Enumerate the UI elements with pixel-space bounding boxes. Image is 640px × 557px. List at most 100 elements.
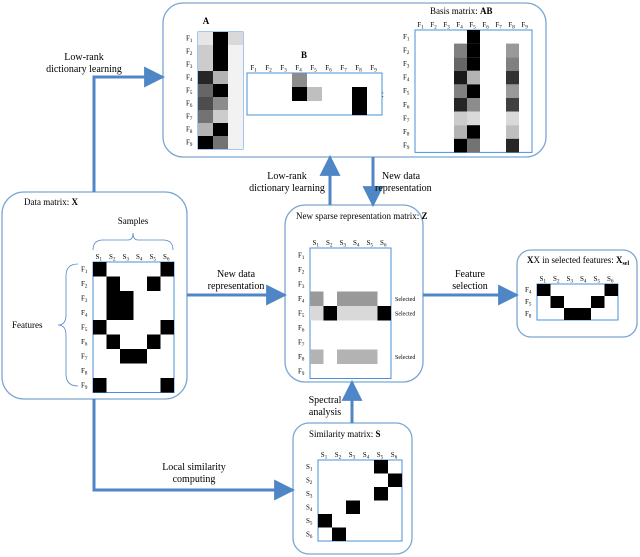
s-cell <box>346 500 360 514</box>
z-cell <box>337 306 351 321</box>
s-cell <box>332 527 346 541</box>
b-col-label: F5 <box>310 64 317 74</box>
label-feature-selection-1: Feature <box>455 269 486 280</box>
label-new-data-mid-2: representation <box>375 183 432 194</box>
s-row-label: S6 <box>306 530 313 540</box>
ab-cell <box>506 138 519 153</box>
xsel-col-label: S6 <box>607 275 614 285</box>
x-row-label: F9 <box>81 381 88 391</box>
label-new-data-mid-1: New data <box>382 171 421 182</box>
xsel-col-label: S1 <box>540 275 547 285</box>
a-cell <box>228 97 243 110</box>
x-row-label: F6 <box>81 338 88 348</box>
x-col-label: S1 <box>96 253 103 263</box>
ab-cell <box>506 111 519 126</box>
a-cell <box>228 58 243 71</box>
a-cell <box>198 110 213 123</box>
s-col-label: S1 <box>321 451 328 461</box>
ab-cell <box>454 98 467 112</box>
features-brace <box>57 263 79 387</box>
z-row-label: F8 <box>298 353 305 363</box>
z-row-label: F7 <box>298 338 305 348</box>
xsel-cell <box>604 284 618 296</box>
z-cell <box>364 349 378 364</box>
x-col-label: S6 <box>163 253 170 263</box>
xsel-row-label: F8 <box>525 310 532 320</box>
ab-col-label: F9 <box>521 21 528 31</box>
z-cell <box>350 291 364 306</box>
xsel-row-label: F5 <box>525 298 532 308</box>
x-row-label: F7 <box>81 352 88 362</box>
ab-col-label: F3 <box>443 21 450 31</box>
x-row-label: F2 <box>81 280 88 290</box>
z-cell <box>350 306 364 321</box>
x-cell <box>147 334 161 349</box>
s-row-label: S4 <box>306 503 313 513</box>
title-z: New sparse representation matrix: Z <box>296 211 427 221</box>
a-row-label: F7 <box>186 113 193 123</box>
z-row-label: F6 <box>298 324 305 334</box>
s-row-label: S1 <box>306 463 313 473</box>
a-cell <box>198 71 213 84</box>
b-col-label: F6 <box>325 64 332 74</box>
label-spectral-1: Spectral <box>309 395 342 406</box>
x-row-label: F5 <box>81 323 88 333</box>
a-cell <box>228 45 243 58</box>
x-cell <box>93 378 107 393</box>
z-col-label: S5 <box>367 239 374 249</box>
label-low-rank-mid-2: dictionary learning <box>249 183 325 194</box>
ab-row-label: F4 <box>403 74 410 84</box>
s-col-label: S6 <box>391 451 398 461</box>
xsel-col-label: S2 <box>553 275 560 285</box>
ab-cell <box>506 98 519 112</box>
b-col-label: F1 <box>250 64 257 74</box>
samples-label: Samples <box>118 216 149 226</box>
ab-cell <box>454 43 467 58</box>
z-cell <box>364 306 378 321</box>
z-cell <box>310 306 324 321</box>
x-cell <box>160 262 174 277</box>
s-cell <box>318 514 332 528</box>
x-cell <box>106 334 120 349</box>
b-cell <box>307 87 322 101</box>
a-cell <box>198 136 213 149</box>
z-row-label: F4 <box>298 295 305 305</box>
x-cell <box>160 320 174 335</box>
a-cell <box>213 58 228 71</box>
a-cell <box>228 71 243 84</box>
xsel-col-label: S4 <box>580 275 587 285</box>
title-x: Data matrix: X <box>24 197 78 207</box>
z-cell <box>377 306 391 321</box>
x-cell <box>106 276 120 291</box>
s-cell <box>374 460 388 474</box>
ab-cell <box>454 57 467 71</box>
z-cell <box>350 349 364 364</box>
z-row-label: F3 <box>298 280 305 290</box>
z-cell <box>364 291 378 306</box>
z-col-label: S3 <box>340 239 347 249</box>
a-cell <box>198 58 213 71</box>
a-cell <box>213 97 228 110</box>
ab-row-label: F9 <box>403 142 410 152</box>
label-local-similarity-1: Local similarity <box>162 462 226 473</box>
title-a: A <box>203 16 210 26</box>
ab-cell <box>467 43 480 58</box>
ab-row-label: F5 <box>403 87 410 97</box>
title-ab: Basis matrix: AB <box>430 6 493 16</box>
a-cell <box>228 84 243 97</box>
a-cell <box>213 32 228 45</box>
s-col-label: S2 <box>335 451 342 461</box>
ab-row-label: F8 <box>403 128 410 138</box>
s-cell <box>388 473 402 487</box>
z-row-label: F9 <box>298 367 305 377</box>
b-cell <box>292 87 307 101</box>
b-col-label: F8 <box>355 64 362 74</box>
x-cell <box>93 262 107 277</box>
selected-label: Selected <box>395 355 415 361</box>
s-col-label: S3 <box>349 451 356 461</box>
a-cell <box>198 123 213 136</box>
label-feature-selection-2: selection <box>452 281 488 292</box>
s-col-label: S4 <box>363 451 370 461</box>
label-low-rank-top-2: dictionary learning <box>46 64 122 75</box>
